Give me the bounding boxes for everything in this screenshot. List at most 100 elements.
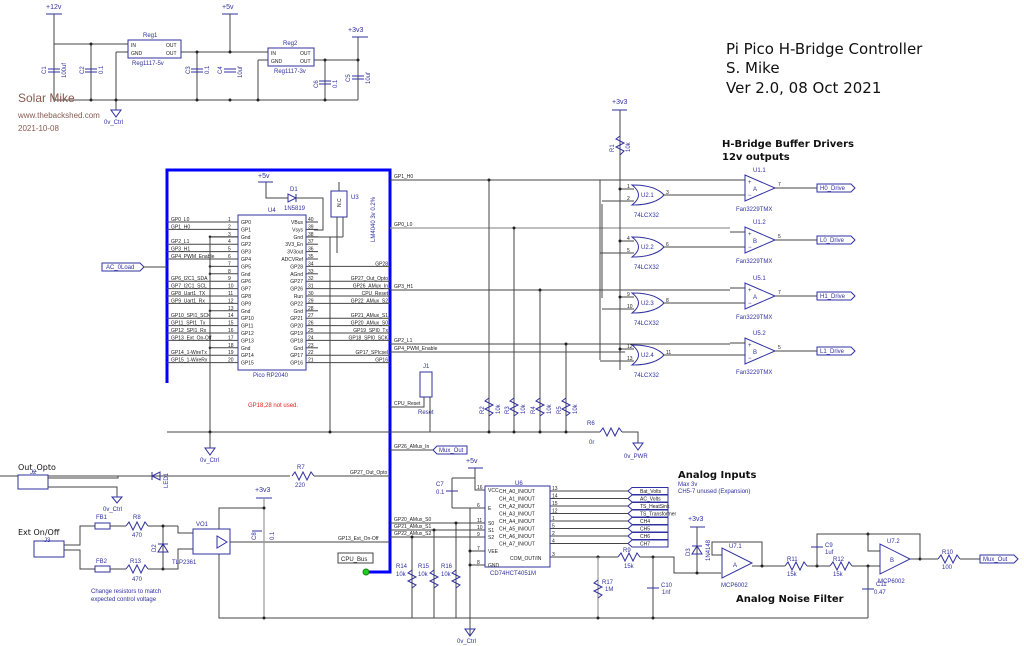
drive-output-label: H1_Drive — [820, 294, 846, 300]
net-gp2-l1: GP2_L1 — [394, 338, 413, 344]
svg-text:C4: C4 — [218, 66, 224, 74]
svg-text:470: 470 — [132, 533, 143, 539]
analog-input-port[interactable] — [627, 532, 669, 540]
pin-name: GP20 — [290, 324, 303, 330]
net-label: GP15_1-WireRx — [171, 358, 208, 364]
resistor-r8 — [125, 520, 149, 532]
net-gp20: GP20_AMux_S0 — [394, 517, 431, 523]
svg-text:A: A — [753, 187, 757, 193]
ground-icon — [110, 109, 122, 118]
ext-note-1: Change resistors to match — [91, 589, 161, 595]
drive-output-port[interactable] — [816, 183, 856, 193]
svg-text:U7.2: U7.2 — [887, 539, 900, 545]
svg-text:R8: R8 — [133, 515, 141, 521]
pin-name: GP19 — [290, 331, 303, 337]
pin-number: 32 — [308, 276, 314, 282]
svg-text:8: 8 — [666, 298, 669, 304]
net-label: GP28 — [375, 261, 388, 267]
resistor-r13 — [125, 563, 149, 575]
svg-text:Fan3229TMX: Fan3229TMX — [736, 259, 772, 265]
analog-input-port[interactable] — [627, 487, 669, 495]
svg-text:7: 7 — [778, 182, 781, 188]
pin-name: GP9 — [241, 301, 251, 307]
net-label: GP3_H1 — [171, 247, 190, 253]
drive-output-port[interactable] — [816, 235, 856, 245]
net-label: GP8_Uart1_TX — [171, 291, 206, 297]
svg-text:R2: R2 — [480, 406, 486, 414]
title-line-1: Pi Pico H-Bridge Controller — [726, 40, 923, 58]
resistor-r9 — [617, 551, 641, 563]
svg-text:15k: 15k — [624, 564, 635, 570]
mux-out-port[interactable] — [432, 445, 468, 455]
analog-input-port[interactable] — [627, 539, 669, 548]
u3-ref: U3 — [351, 195, 359, 201]
mux-pin-name: S0 — [488, 521, 494, 527]
net-label: GP26_AMux_In — [353, 284, 389, 290]
net-cpu-reset: CPU_Reset — [394, 401, 421, 407]
mux-channel-pin: 13 — [552, 486, 558, 492]
net-label: GP20_AMux_S0 — [351, 321, 388, 327]
mux-channel-name: CH_A0_IN/OUT — [499, 489, 535, 495]
rail-label-12v: +12v — [46, 4, 62, 11]
analog-input-port[interactable] — [627, 509, 669, 518]
pin-number: 39 — [308, 224, 314, 230]
mux-channel-pin: 4 — [552, 539, 555, 545]
pin-name: GP17 — [290, 353, 303, 359]
svg-text:7: 7 — [778, 290, 781, 296]
drive-output-label: L1_Drive — [820, 349, 845, 355]
mux-channel-name: CH_A3_IN/OUT — [499, 512, 535, 518]
svg-text:+: + — [748, 232, 752, 238]
svg-text:74LCX32: 74LCX32 — [634, 373, 660, 379]
analog-mux-out-label: Mux_Out — [983, 557, 1008, 563]
gate-drivers: +−AU1.1Fan3229TMX7H0_Drive+−BU1.2Fan3229… — [730, 168, 856, 376]
analog-input-port[interactable] — [627, 494, 669, 503]
svg-text:R14: R14 — [396, 564, 408, 570]
r6-ref: R6 — [587, 421, 595, 427]
j1-ref: J1 — [423, 364, 430, 370]
svg-text:LED1: LED1 — [164, 472, 170, 488]
svg-text:13: 13 — [627, 356, 633, 362]
r7-value: 220 — [295, 483, 306, 489]
mux-pin-name: GND — [488, 563, 500, 569]
analog-input-port[interactable] — [627, 502, 669, 510]
svg-text:R3: R3 — [505, 406, 511, 414]
analog-input-label: TS_Transformer — [640, 512, 677, 518]
mux-pin-number: 11 — [477, 518, 482, 524]
analog-input-label: CH7 — [640, 542, 650, 548]
drive-output-port[interactable] — [816, 291, 856, 301]
svg-text:N.C: N.C — [337, 198, 343, 207]
pin-number: 34 — [308, 261, 314, 267]
analog-mux-out-port[interactable] — [979, 554, 1019, 564]
analog-input-port[interactable] — [627, 517, 669, 525]
svg-text:10k: 10k — [441, 572, 452, 578]
svg-text:D3: D3 — [686, 548, 692, 556]
pin-number: 17 — [228, 335, 234, 341]
opamp-u7a — [721, 547, 754, 579]
pin-number: 24 — [308, 335, 314, 341]
svg-text:12: 12 — [627, 344, 633, 350]
drive-output-port[interactable] — [816, 346, 856, 356]
pin-name: GP28 — [290, 264, 303, 270]
ac-load-label: AC_0Load — [106, 265, 134, 271]
ext-note-2: expected control voltage — [91, 597, 157, 603]
pin-number: 18 — [228, 343, 234, 349]
ac-load-port[interactable] — [101, 262, 145, 272]
analog-input-port[interactable] — [627, 524, 669, 533]
pin-name: GP4 — [241, 257, 251, 263]
j3-connector — [33, 540, 65, 558]
analog-note-1: Max 3v — [678, 482, 697, 488]
mux-ground-icon — [464, 628, 476, 637]
